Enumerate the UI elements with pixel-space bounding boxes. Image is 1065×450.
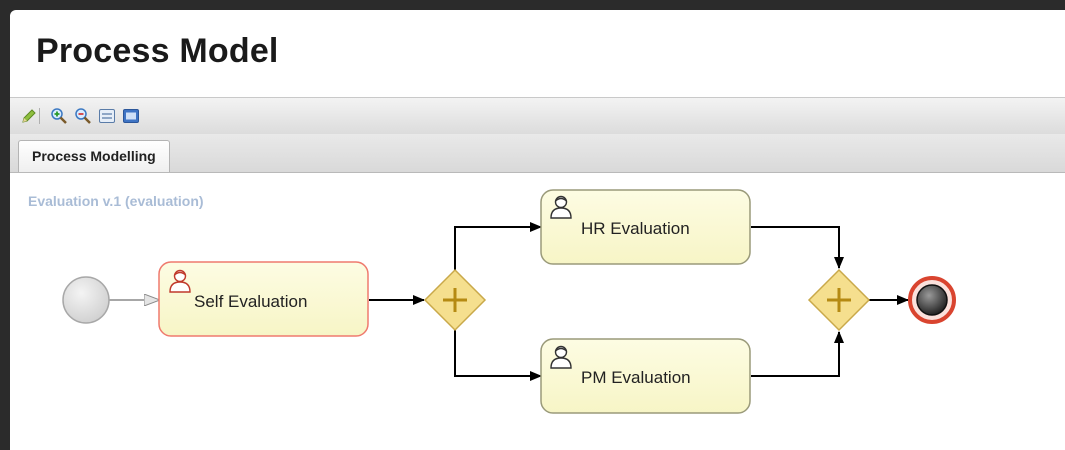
page-title: Process Model (36, 32, 279, 70)
start-event[interactable] (62, 276, 110, 324)
app-window: Process Model (10, 10, 1065, 450)
plus-icon (827, 288, 851, 312)
user-task-icon (550, 195, 572, 219)
bpmn-diagram: Self Evaluation HR Evaluation (62, 189, 956, 414)
end-event[interactable] (908, 276, 956, 324)
sequence-flows (109, 222, 909, 381)
flow-pm-to-join[interactable] (751, 331, 844, 377)
fit-page-icon[interactable] (122, 107, 140, 125)
zoom-out-icon[interactable] (74, 107, 92, 125)
task-label: PM Evaluation (581, 368, 691, 387)
user-task-icon (550, 345, 572, 369)
fit-width-icon[interactable] (98, 107, 116, 125)
tab-process-modelling[interactable]: Process Modelling (18, 140, 170, 172)
plus-icon (443, 288, 467, 312)
parallel-gateway-join[interactable] (807, 268, 871, 332)
toolbar-separator (39, 108, 40, 124)
zoom-in-icon[interactable] (50, 107, 68, 125)
user-task-icon (169, 269, 191, 293)
flow-split-to-pm[interactable] (454, 330, 542, 381)
flow-split-to-hr[interactable] (454, 222, 542, 270)
task-hr-evaluation[interactable]: HR Evaluation (540, 189, 751, 265)
process-name-label: Evaluation v.1 (evaluation) (28, 193, 204, 209)
parallel-gateway-split[interactable] (423, 268, 487, 332)
task-label: HR Evaluation (581, 219, 690, 238)
task-pm-evaluation[interactable]: PM Evaluation (540, 338, 751, 414)
pencil-icon[interactable] (20, 107, 38, 125)
task-label: Self Evaluation (194, 292, 307, 311)
flow-hr-to-join[interactable] (751, 226, 844, 269)
tab-bar: Process Modelling (10, 134, 1065, 173)
task-self-evaluation[interactable]: Self Evaluation (158, 261, 369, 337)
process-diagram-canvas[interactable]: Evaluation v.1 (evaluation) (10, 173, 1065, 450)
toolbar (10, 97, 1065, 135)
